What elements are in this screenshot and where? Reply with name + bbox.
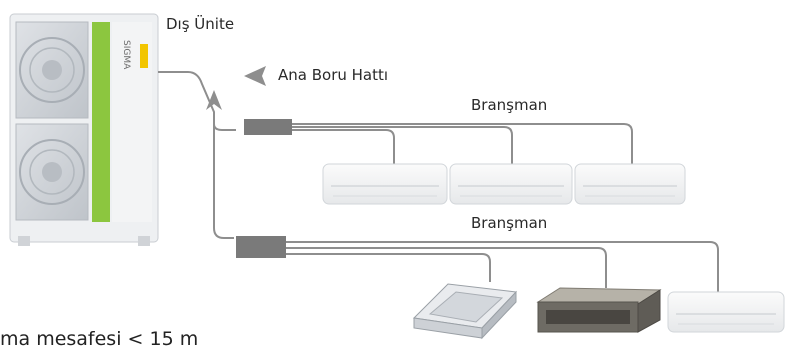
cassette-unit [412, 283, 518, 340]
top-pipe-1 [292, 129, 395, 164]
flow-arrow-up [206, 90, 222, 110]
wall-unit-top-3 [574, 163, 686, 205]
bottom-pipe-3 [286, 241, 719, 292]
pipe-network [158, 71, 719, 292]
wall-unit-bottom [667, 291, 785, 333]
bottom-pipe-1 [286, 253, 491, 282]
outdoor-unit-label: Dış Ünite [166, 15, 235, 33]
wall-unit-top-2 [449, 163, 573, 205]
branch-label-top: Branşman [471, 96, 548, 114]
bottom-pipe-2 [286, 247, 607, 288]
main-pipe-branch-top [213, 123, 236, 131]
top-pipe-3 [292, 123, 633, 164]
brand-logo: SIGMA [121, 40, 131, 70]
branch-connector-top [244, 119, 292, 135]
distance-note: ma mesafesi < 15 m [0, 328, 199, 350]
branch-connector-bottom [236, 236, 286, 258]
main-pipe-label: Ana Boru Hattı [278, 66, 389, 84]
wall-unit-top-1 [322, 163, 448, 205]
main-pipe-line [158, 71, 234, 239]
outdoor-unit: SIGMA [9, 13, 159, 246]
brand-strip [92, 22, 110, 222]
top-pipe-2 [292, 126, 513, 164]
main-pipe-arrow [244, 66, 266, 86]
branch-label-bottom: Branşman [471, 214, 548, 232]
duct-unit [536, 287, 662, 333]
